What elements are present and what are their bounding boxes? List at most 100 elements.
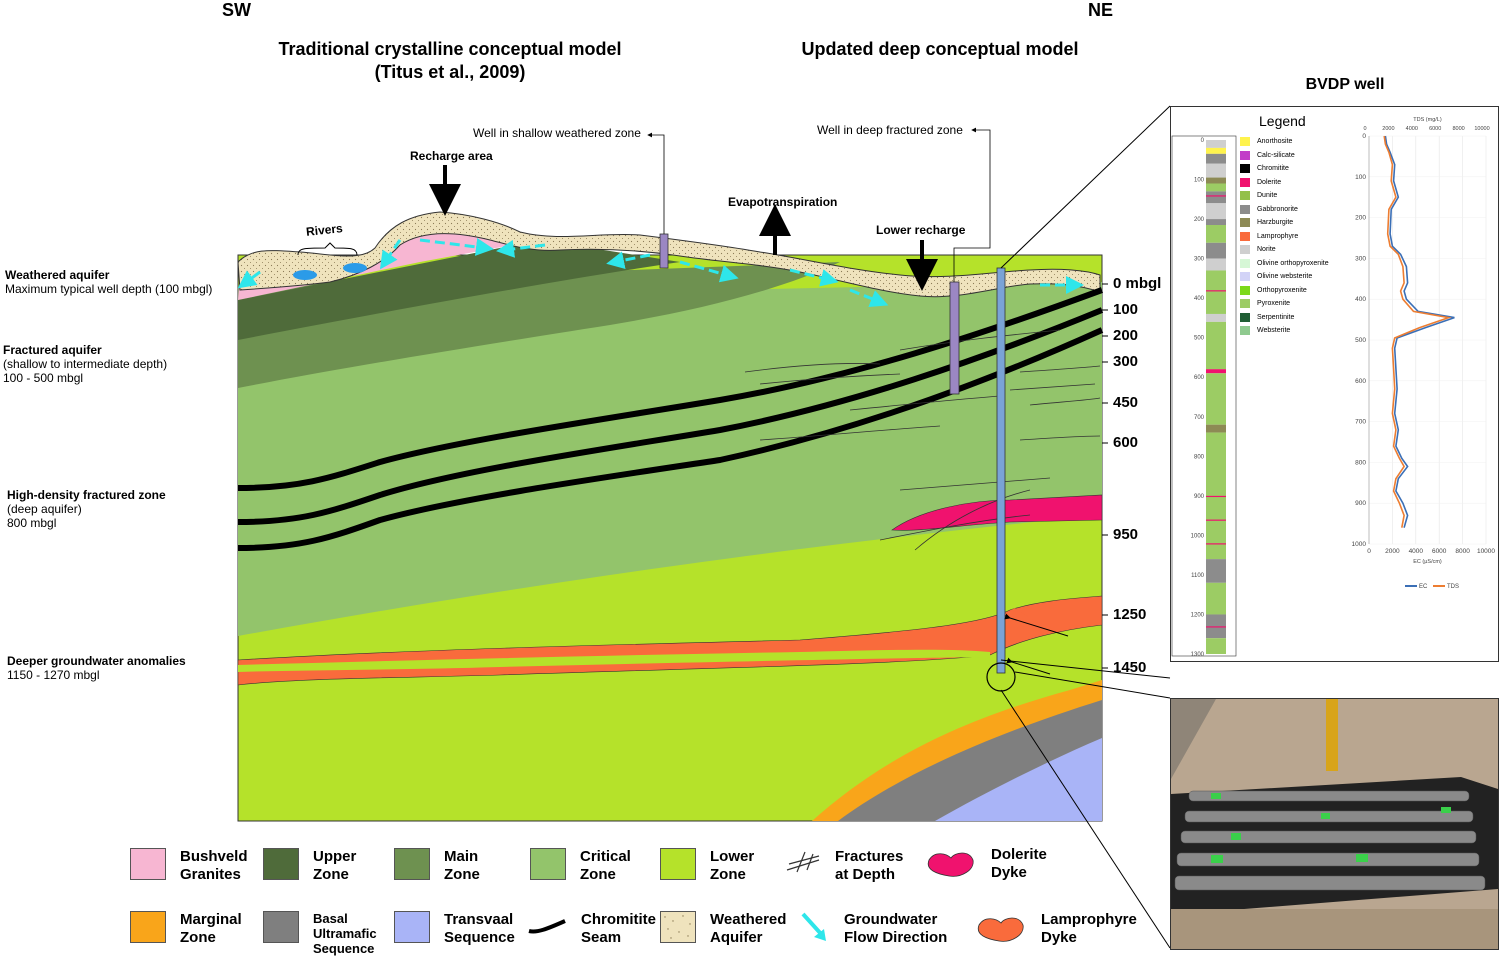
tds-x-tick: 0: [1363, 126, 1366, 132]
well-legend-swatch: [1240, 272, 1250, 281]
deeper-title: Deeper groundwater anomalies: [7, 654, 186, 668]
legend-label-line: Lower: [710, 848, 755, 865]
series-line-tds: [1383, 135, 1452, 528]
ec-y-tick: 200: [1355, 215, 1366, 222]
well-legend-item: Pyroxenite: [1240, 299, 1290, 308]
fractured-desc1: (shallow to intermediate depth): [3, 357, 168, 371]
recharge-area-label: Recharge area: [410, 149, 493, 163]
depth-450: 450: [1113, 394, 1139, 411]
well-legend-item: Websterite: [1240, 326, 1290, 335]
legend-label-line: Critical: [580, 848, 631, 865]
lamprophyre-pointer: [1004, 613, 1069, 637]
lithology-band: [1206, 183, 1226, 192]
well-legend-item: Orthopyroxenite: [1240, 285, 1307, 295]
well-shallow-label: Well in shallow weathered zone: [473, 126, 641, 140]
well-legend-label: Olivine orthopyroxenite: [1257, 259, 1329, 267]
marginal-swatch: [130, 911, 166, 943]
river-1: [293, 270, 317, 280]
lithology-depth-tick: 1200: [1191, 612, 1205, 618]
well-legend-item: Gabbronorite: [1240, 204, 1298, 214]
well-legend-title: Legend: [1259, 113, 1306, 129]
ec-y-tick: 300: [1355, 255, 1366, 262]
lower-recharge-label: Lower recharge: [876, 223, 966, 237]
lithology-depth-tick: 0: [1201, 138, 1205, 144]
legend-label-line: Upper: [313, 848, 357, 865]
tds-x-tick: 4000: [1406, 126, 1418, 132]
lithology-band: [1206, 242, 1226, 259]
well-legend-label: Chromitite: [1257, 165, 1289, 172]
depth-1250: 1250: [1113, 606, 1147, 623]
legend-label-line: Dolerite: [991, 846, 1047, 863]
fractured-aquifer-label: Fractured aquifer (shallow to intermedia…: [3, 343, 167, 385]
well-legend-label: Calc-silicate: [1257, 151, 1295, 159]
rivers-bracket: [297, 242, 358, 256]
lithology-depth-tick: 500: [1194, 336, 1205, 342]
weathered-aquifer-swatch: [660, 911, 696, 943]
ec-x-tick: 4000: [1409, 548, 1424, 555]
connector-bottom: [1000, 659, 1171, 679]
ec-y-tick: 100: [1355, 174, 1366, 181]
lithology-band: [1206, 225, 1226, 243]
legend-label-line: Zone: [313, 866, 349, 883]
lithology-depth-tick: 700: [1194, 415, 1205, 421]
lithology-band: [1206, 519, 1226, 521]
lithology-band: [1206, 153, 1226, 164]
well-legend-item: Serpentinite: [1240, 312, 1294, 322]
lithology-band: [1206, 543, 1226, 545]
ec-y-tick: 400: [1355, 296, 1366, 303]
legend-label-line: Transvaal: [444, 911, 514, 928]
hd-desc2: 800 mbgl: [7, 516, 57, 530]
tds-axis-label: TDS (mg/L): [1413, 117, 1442, 123]
ec-x-tick: 0: [1367, 548, 1371, 555]
fractures-symbol-icon: [785, 848, 821, 880]
legend-label-line: Seam: [581, 929, 622, 946]
well-legend-swatch: [1240, 164, 1250, 173]
depth-100: 100: [1113, 301, 1139, 318]
lithology-band: [1206, 369, 1226, 371]
legend-label-line: Zone: [580, 866, 616, 883]
lithology-band: [1206, 495, 1226, 498]
well-legend-swatch: [1240, 312, 1250, 322]
ec-y-tick: 800: [1355, 459, 1366, 466]
chromitite-seam-2: [237, 307, 1104, 525]
lithology-depth-tick: 1100: [1191, 573, 1205, 579]
tds-x-tick: 10000: [1474, 126, 1489, 132]
depth-950: 950: [1113, 526, 1139, 543]
title-left-line2: (Titus et al., 2009): [374, 62, 526, 82]
well-legend-swatch: [1240, 218, 1250, 227]
sw-label: SW: [222, 0, 251, 20]
legend-label-line: Dyke: [991, 864, 1027, 881]
well-legend-swatch: [1240, 137, 1250, 146]
lithology-column: [1206, 140, 1226, 654]
tds-x-tick: 2000: [1382, 126, 1394, 132]
well-legend-label: Norite: [1257, 246, 1276, 253]
well-legend-swatch: [1240, 258, 1250, 268]
legend-label-line: Weathered: [710, 911, 787, 928]
deeper-desc: 1150 - 1270 mbgl: [7, 668, 100, 682]
title-right: Updated deep conceptual model: [801, 39, 1079, 59]
well-legend-item: Chromitite: [1240, 164, 1289, 173]
well-legend-item: Dolerite: [1240, 177, 1281, 187]
lithology-band: [1206, 290, 1226, 292]
legend-label-line: Bushveld: [180, 848, 248, 865]
chromitite-seam-icon: [527, 911, 567, 943]
lithology-band: [1206, 203, 1226, 220]
depth-600: 600: [1113, 434, 1139, 451]
well-legend-swatch: [1240, 231, 1250, 241]
legend-label-line: Lamprophyre: [1041, 911, 1137, 928]
well-legend-swatch: [1240, 245, 1250, 254]
well-legend-item: Dunite: [1240, 191, 1277, 200]
legend-label-line: Groundwater: [844, 911, 938, 928]
basal-swatch: [263, 911, 299, 943]
